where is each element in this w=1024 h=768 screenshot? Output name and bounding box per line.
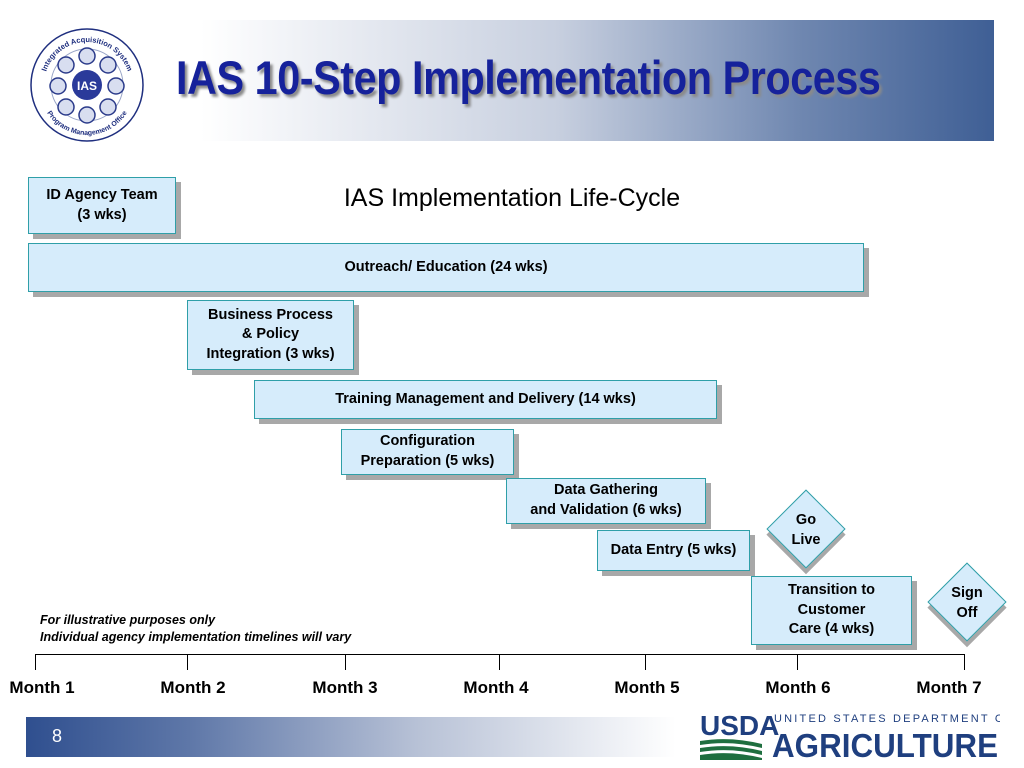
logo-center-text: IAS xyxy=(77,79,97,93)
page-number: 8 xyxy=(52,726,63,746)
step-outreach-education: Outreach/ Education (24 wks) xyxy=(28,243,864,292)
month-label: Month 2 xyxy=(160,678,226,697)
ias-pmo-logo: IAS Integrated Acquisition System Progra… xyxy=(30,28,144,142)
timeline-tick xyxy=(345,654,346,670)
page-title: IAS 10-Step Implementation Process xyxy=(176,51,881,104)
timeline-tick xyxy=(187,654,188,670)
timeline-tick xyxy=(797,654,798,670)
timeline-axis xyxy=(35,654,965,655)
timeline-tick xyxy=(35,654,36,670)
month-label: Month 6 xyxy=(765,678,831,697)
title-bar xyxy=(26,20,994,141)
step-data-entry: Data Entry (5 wks) xyxy=(597,530,750,571)
usda-logo: USDA UNITED STATES DEPARTMENT OF AGRICUL… xyxy=(700,710,1000,760)
chart-subtitle: IAS Implementation Life-Cycle xyxy=(343,184,681,212)
usda-agriculture-text: AGRICULTURE xyxy=(772,727,998,760)
step-training-management: Training Management and Delivery (14 wks… xyxy=(254,380,717,419)
disclaimer-note: For illustrative purposes only Individua… xyxy=(40,613,352,644)
month-label: Month 1 xyxy=(9,678,75,697)
usda-mark-text: USDA xyxy=(700,710,779,741)
timeline-tick xyxy=(964,654,965,670)
timeline-tick xyxy=(499,654,500,670)
month-label: Month 7 xyxy=(916,678,982,697)
month-label: Month 4 xyxy=(463,678,529,697)
usda-department-text: UNITED STATES DEPARTMENT OF xyxy=(774,713,1000,725)
footer-bar xyxy=(26,717,676,757)
timeline-tick xyxy=(645,654,646,670)
month-label: Month 5 xyxy=(614,678,680,697)
step-id-agency-team: ID Agency Team(3 wks) xyxy=(28,177,176,234)
month-label: Month 3 xyxy=(312,678,378,697)
